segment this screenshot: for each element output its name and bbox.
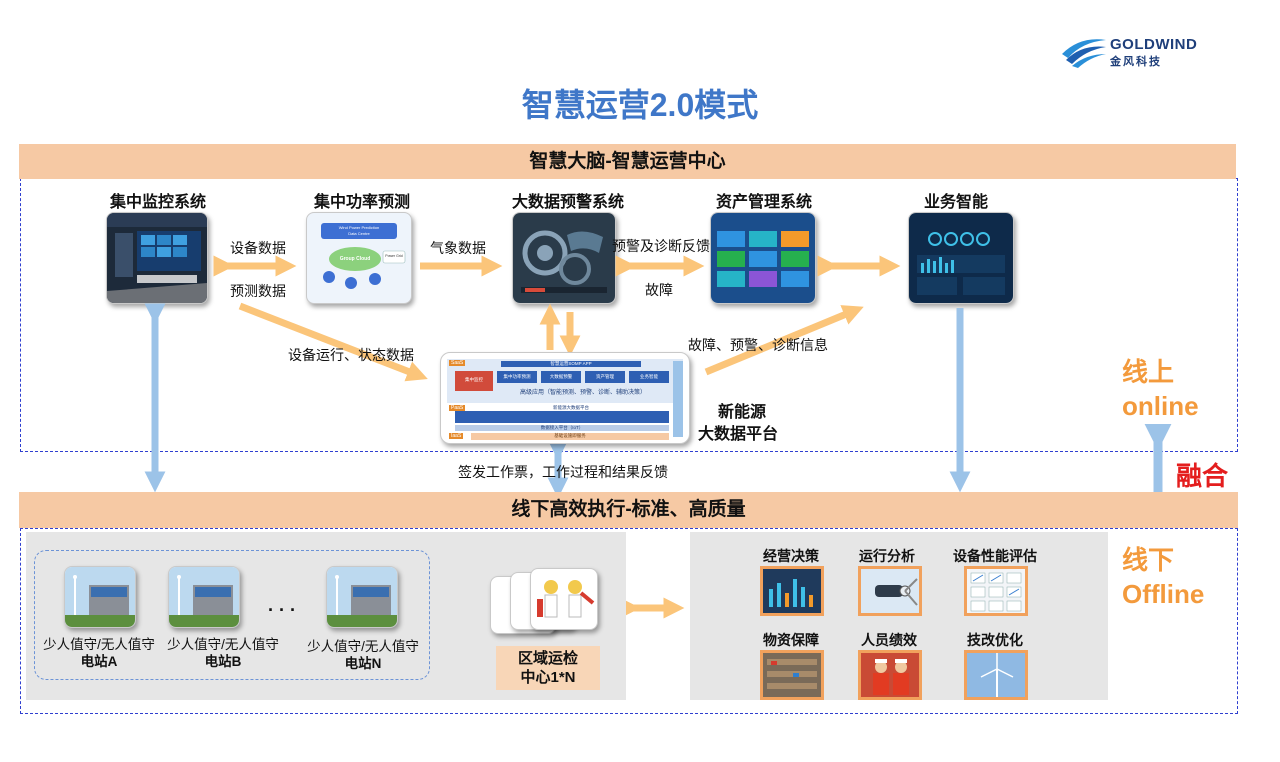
paas-header: 新能源大数据平台: [553, 405, 589, 410]
saas-tag: SaaS: [449, 360, 466, 366]
tile-tech-optimization[interactable]: [964, 650, 1028, 700]
offline-en-label: Offline: [1122, 579, 1205, 609]
label-equip-data: 设备数据: [230, 240, 286, 256]
bigdata-warning-card[interactable]: [512, 212, 616, 304]
forecast-cloud: Group Cloud: [339, 256, 371, 262]
station-n-label1: 少人值守/无人值守: [307, 639, 419, 654]
power-forecast-card[interactable]: Wind Power Prediction Data Centre Group …: [306, 212, 412, 304]
station-b-image: [169, 567, 239, 627]
paas-line: 数据接入平台（IoT）: [540, 425, 584, 430]
offline-cn-label: 线下: [1122, 545, 1175, 575]
warehouse-image: [767, 659, 817, 689]
offline-region: [20, 528, 1238, 714]
bottom-band: 线下高效执行-标准、高质量: [19, 492, 1238, 528]
bigdata-image: [513, 213, 615, 303]
station-b-label1: 少人值守/无人值守: [167, 637, 279, 652]
asset-management-card[interactable]: [710, 212, 816, 304]
forecast-line2: Data Centre: [348, 231, 370, 236]
app-header: 智慧运营SOMP APP: [501, 361, 641, 367]
bi-dashboard-image: [909, 213, 1013, 303]
center-label: 区域运检 中心1*N: [496, 646, 600, 690]
center-label-line1: 区域运检: [517, 650, 578, 667]
bigdata-platform-card[interactable]: SaaS 智慧运营SOMP APP 集中监控 集中功率预测 大数据预警 资产管理…: [440, 352, 690, 444]
turbine-nacelle-image: [875, 578, 918, 606]
business-intelligence-card[interactable]: [908, 212, 1014, 304]
top-band: 智慧大脑-智慧运营中心: [19, 144, 1236, 179]
label-ticket-feedback: 签发工作票，工作过程和结果反馈: [458, 464, 668, 480]
label-fault-warning-info: 故障、预警、诊断信息: [688, 337, 828, 353]
station-a-label2: 电站A: [80, 654, 118, 669]
evaluation-grid-image: [970, 572, 1022, 612]
system-title-bigdata-warning: 大数据预警系统: [511, 194, 624, 211]
app-module-0: 集中监控: [465, 377, 483, 382]
station-n-image: [327, 567, 397, 627]
asset-dashboard-image: [711, 213, 815, 303]
system-title-power-forecast: 集中功率预测: [313, 194, 410, 211]
system-title-asset-management: 资产管理系统: [715, 194, 812, 211]
tile-label-operation-analysis: 运行分析: [859, 548, 915, 564]
forecast-side: Power Grid: [385, 254, 403, 258]
tile-label-tech-optimization: 技改优化: [967, 632, 1023, 648]
system-title-monitoring: 集中监控系统: [109, 194, 206, 211]
paas-tag: PaaS: [449, 405, 466, 411]
monitoring-system-card[interactable]: [106, 212, 208, 304]
station-b-card[interactable]: [168, 566, 240, 628]
center-card[interactable]: [530, 568, 598, 630]
tile-label-equipment-evaluation: 设备性能评估: [953, 548, 1037, 564]
decision-chart-image: [769, 579, 813, 607]
label-weather-data: 气象数据: [430, 240, 486, 256]
forecast-line1: Wind Power Prediction: [338, 225, 380, 230]
station-a-label1: 少人值守/无人值守: [43, 637, 155, 652]
tile-personnel-performance[interactable]: [858, 650, 922, 700]
tile-business-decision[interactable]: [760, 566, 824, 616]
goldwind-logo: GOLDWIND 金风科技: [1060, 34, 1220, 70]
app-module-3: 资产管理: [596, 374, 614, 379]
logo-sub: 金风科技: [1110, 56, 1162, 68]
fusion-label: 融合: [1176, 461, 1229, 491]
online-cn-label: 线上: [1122, 357, 1175, 387]
personnel-image: [873, 659, 909, 695]
app-module-2: 大数据预警: [549, 374, 573, 379]
tile-label-business-decision: 经营决策: [763, 548, 819, 564]
iaas-line: 基础设施即服务: [554, 433, 586, 438]
platform-label-line2: 大数据平台: [698, 426, 779, 443]
system-title-business-intelligence: 业务智能: [923, 194, 988, 211]
station-a-image: [65, 567, 135, 627]
platform-label-line1: 新能源: [718, 404, 767, 421]
label-fault: 故障: [645, 282, 673, 298]
label-forecast-data: 预测数据: [230, 283, 286, 299]
stations-group: [34, 550, 430, 680]
iaas-tag: IaaS: [449, 433, 464, 439]
tile-label-personnel-performance: 人员绩效: [861, 632, 917, 648]
tile-equipment-evaluation[interactable]: [964, 566, 1028, 616]
forecast-diagram: [321, 223, 406, 289]
stations-ellipsis: · · ·: [268, 600, 296, 620]
tile-label-material-support: 物资保障: [763, 632, 819, 648]
tile-operation-analysis[interactable]: [858, 566, 922, 616]
station-n-card[interactable]: [326, 566, 398, 628]
app-line: 高级应用（智能预测、预警、诊断、辅助决策）: [519, 390, 646, 396]
page-title: 智慧运营2.0模式: [521, 87, 759, 123]
label-warning-feedback: 预警及诊断反馈: [612, 238, 710, 254]
logo-name: GOLDWIND: [1110, 36, 1198, 53]
control-room-image: [107, 213, 207, 303]
app-module-4: 业务智能: [640, 374, 658, 379]
station-b-label2: 电站B: [204, 654, 242, 669]
tile-material-support[interactable]: [760, 650, 824, 700]
center-label-line2: 中心1*N: [520, 669, 576, 686]
station-n-label2: 电站N: [344, 656, 382, 671]
online-en-label: online: [1122, 391, 1199, 421]
workers-icon: [537, 580, 595, 618]
station-a-card[interactable]: [64, 566, 136, 628]
wind-swoosh-icon: [1062, 39, 1106, 68]
label-run-state-data: 设备运行、状态数据: [288, 347, 414, 363]
app-module-1: 集中功率预测: [503, 374, 531, 379]
wind-turbine-image: [980, 653, 1014, 697]
